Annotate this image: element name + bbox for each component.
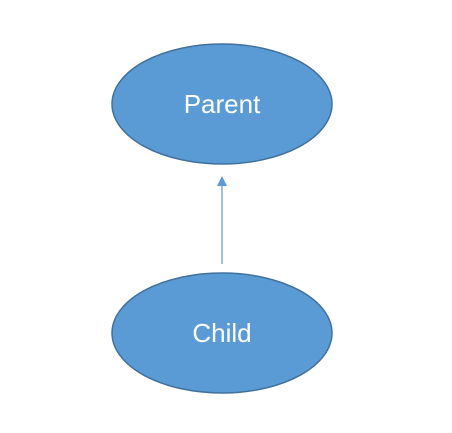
node-parent: Parent xyxy=(111,43,333,165)
node-child-label: Child xyxy=(192,318,251,348)
node-child-shape xyxy=(111,272,333,394)
node-parent-shape xyxy=(111,43,333,165)
node-parent-label: Parent xyxy=(184,89,261,119)
node-child: Child xyxy=(111,272,333,394)
